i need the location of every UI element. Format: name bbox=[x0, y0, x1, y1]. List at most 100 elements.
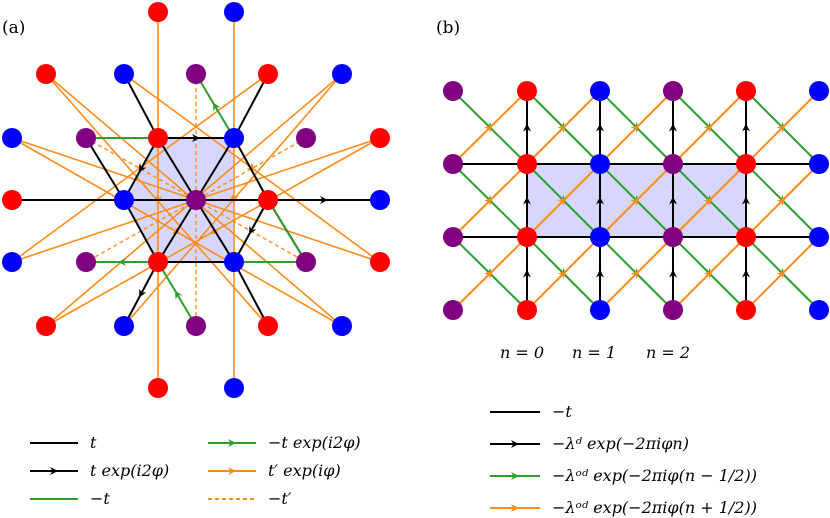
red-site bbox=[36, 64, 56, 84]
panel-b-ladder-lattice bbox=[443, 81, 829, 320]
purple-site bbox=[186, 190, 206, 210]
red-site bbox=[148, 252, 168, 272]
black-bond bbox=[233, 137, 269, 201]
lattice-site bbox=[590, 300, 610, 320]
purple-site bbox=[186, 64, 206, 84]
panel-b-label: (b) bbox=[436, 18, 460, 38]
lattice-site bbox=[736, 81, 756, 101]
lattice-site bbox=[809, 154, 829, 174]
orange-diagonal-bond bbox=[452, 236, 528, 311]
orange-diagonal-bond bbox=[599, 163, 674, 238]
orange-diagonal-bond bbox=[672, 163, 747, 238]
lattice-site bbox=[517, 227, 537, 247]
lattice-site bbox=[809, 227, 829, 247]
legend-label: −t′ bbox=[268, 489, 292, 508]
black-bond bbox=[123, 73, 159, 139]
n-label-1: n = 1 bbox=[572, 343, 616, 362]
orange-diagonal-bond bbox=[526, 236, 601, 311]
blue-site bbox=[2, 252, 22, 272]
lattice-site bbox=[517, 300, 537, 320]
lattice-site bbox=[663, 227, 683, 247]
lattice-site bbox=[443, 154, 463, 174]
red-site bbox=[2, 190, 22, 210]
lattice-site bbox=[443, 227, 463, 247]
purple-site bbox=[76, 252, 96, 272]
lattice-site bbox=[590, 227, 610, 247]
blue-site bbox=[114, 190, 134, 210]
orange-diagonal-bond bbox=[745, 163, 820, 238]
red-site bbox=[258, 316, 278, 336]
lattice-site bbox=[590, 81, 610, 101]
legend-label: −t bbox=[552, 402, 572, 421]
black-bond bbox=[123, 199, 159, 263]
n-label-2: n = 2 bbox=[646, 343, 690, 362]
orange-diagonal-bond bbox=[599, 90, 674, 165]
black-bond bbox=[123, 137, 159, 201]
black-bond bbox=[123, 261, 159, 327]
blue-site bbox=[370, 190, 390, 210]
green-bond bbox=[267, 199, 307, 263]
legend-label: −λᵒᵈ exp(−2πiφ(n − 1/2)) bbox=[552, 466, 757, 485]
red-site bbox=[148, 378, 168, 398]
orange-diagonal-bond bbox=[599, 236, 674, 311]
lattice-site bbox=[517, 154, 537, 174]
red-site bbox=[148, 128, 168, 148]
legend-label: −λᵈ exp(−2πiφn) bbox=[552, 434, 689, 453]
legend-label: t′ exp(iφ) bbox=[268, 461, 341, 480]
legend-label: t bbox=[90, 433, 97, 452]
lattice-site bbox=[590, 154, 610, 174]
blue-site bbox=[224, 128, 244, 148]
lattice-site bbox=[663, 81, 683, 101]
blue-site bbox=[224, 252, 244, 272]
orange-diagonal-bond bbox=[526, 163, 601, 238]
purple-site bbox=[296, 128, 316, 148]
green-bond bbox=[157, 261, 197, 327]
orange-hopping-bond bbox=[45, 137, 381, 327]
lattice-site bbox=[663, 154, 683, 174]
black-bond bbox=[233, 73, 269, 139]
lattice-site bbox=[809, 81, 829, 101]
purple-site bbox=[186, 316, 206, 336]
lattice-site bbox=[517, 81, 537, 101]
green-bond bbox=[195, 73, 235, 139]
black-bond bbox=[233, 261, 269, 327]
legend-label: −λᵒᵈ exp(−2πiφ(n + 1/2)) bbox=[552, 498, 757, 517]
orange-hopping-bond bbox=[123, 73, 381, 263]
lattice-site bbox=[443, 81, 463, 101]
blue-site bbox=[114, 316, 134, 336]
purple-site bbox=[76, 128, 96, 148]
orange-diagonal-bond bbox=[672, 236, 747, 311]
panel-a-label: (a) bbox=[2, 18, 25, 38]
blue-site bbox=[224, 378, 244, 398]
orange-diagonal-bond bbox=[672, 90, 747, 165]
orange-diagonal-bond bbox=[526, 90, 601, 165]
lattice-site bbox=[736, 300, 756, 320]
black-bond bbox=[85, 137, 125, 201]
red-site bbox=[370, 252, 390, 272]
orange-diagonal-bond bbox=[452, 163, 528, 238]
red-site bbox=[148, 2, 168, 22]
legend-a: t t exp(i2φ) −t −t exp(i2φ) t′ exp(iφ) −t′ bbox=[30, 433, 361, 508]
blue-site bbox=[114, 64, 134, 84]
legend-b: −t −λᵈ exp(−2πiφn) −λᵒᵈ exp(−2πiφ(n − 1/2)… bbox=[490, 402, 757, 517]
lattice-site bbox=[809, 300, 829, 320]
panel-a-kagome-lattice bbox=[2, 2, 390, 398]
legend-label: t exp(i2φ) bbox=[90, 461, 169, 480]
lattice-site bbox=[736, 227, 756, 247]
lattice-site bbox=[443, 300, 463, 320]
lattice-site bbox=[736, 154, 756, 174]
legend-label: −t bbox=[90, 489, 110, 508]
black-bond bbox=[233, 199, 269, 263]
blue-site bbox=[224, 2, 244, 22]
red-site bbox=[370, 128, 390, 148]
blue-site bbox=[332, 316, 352, 336]
purple-site bbox=[296, 252, 316, 272]
orange-diagonal-bond bbox=[745, 236, 820, 311]
blue-site bbox=[2, 128, 22, 148]
orange-diagonal-bond bbox=[452, 90, 528, 165]
red-site bbox=[36, 316, 56, 336]
n-label-0: n = 0 bbox=[500, 343, 544, 362]
orange-diagonal-bond bbox=[745, 90, 820, 165]
legend-label: −t exp(i2φ) bbox=[268, 433, 361, 452]
